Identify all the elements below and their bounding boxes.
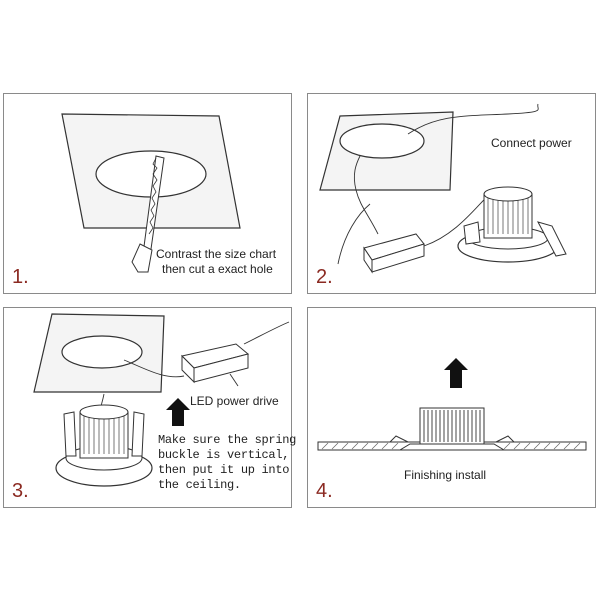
step-3-caption-line-1: Make sure the spring <box>158 433 297 447</box>
power-driver-icon <box>181 343 250 384</box>
step-1-panel: Contrast the size chart then cut a exact… <box>3 93 292 294</box>
power-cable <box>407 103 539 135</box>
step-2-panel: Connect power 2. <box>307 93 596 294</box>
connect-power-illustration <box>319 103 567 274</box>
step-3-caption: Make sure the spring buckle is vertical,… <box>158 433 296 493</box>
up-arrow-icon <box>444 358 468 388</box>
power-cable <box>243 321 290 345</box>
step-1-caption-line-2: then cut a exact hole <box>162 262 273 276</box>
led-downlight-icon <box>55 404 153 487</box>
led-downlight-icon <box>389 407 515 451</box>
step-3-panel: LED power drive Make sure the spring buc… <box>3 307 296 508</box>
step-4-panel: Finishing install 4. <box>307 307 596 508</box>
ceiling-hole-icon <box>339 123 425 159</box>
step-1-caption: Contrast the size chart then cut a exact… <box>156 247 276 277</box>
step-4-number: 4. <box>316 480 333 502</box>
saw-icon <box>131 155 165 273</box>
step-4-caption: Finishing install <box>404 468 487 482</box>
up-arrow-icon <box>166 398 190 426</box>
finished-install-illustration <box>317 358 587 451</box>
led-downlight-icon <box>457 186 567 263</box>
step-3-number: 3. <box>12 480 29 502</box>
insert-light-illustration <box>33 313 290 487</box>
power-driver-icon <box>363 233 425 274</box>
step-3-caption-line-2: buckle is vertical, <box>158 448 290 462</box>
ceiling-hole-icon <box>61 335 143 369</box>
cut-hole-illustration <box>61 113 241 273</box>
step-2-caption: Connect power <box>491 136 572 150</box>
step-1-caption-line-1: Contrast the size chart <box>156 247 277 261</box>
step-3-caption-line-4: the ceiling. <box>158 478 241 492</box>
step-1-number: 1. <box>12 266 29 288</box>
step-2-number: 2. <box>316 266 333 288</box>
led-power-drive-label: LED power drive <box>190 394 279 408</box>
step-3-caption-line-3: then put it up into <box>158 463 290 477</box>
